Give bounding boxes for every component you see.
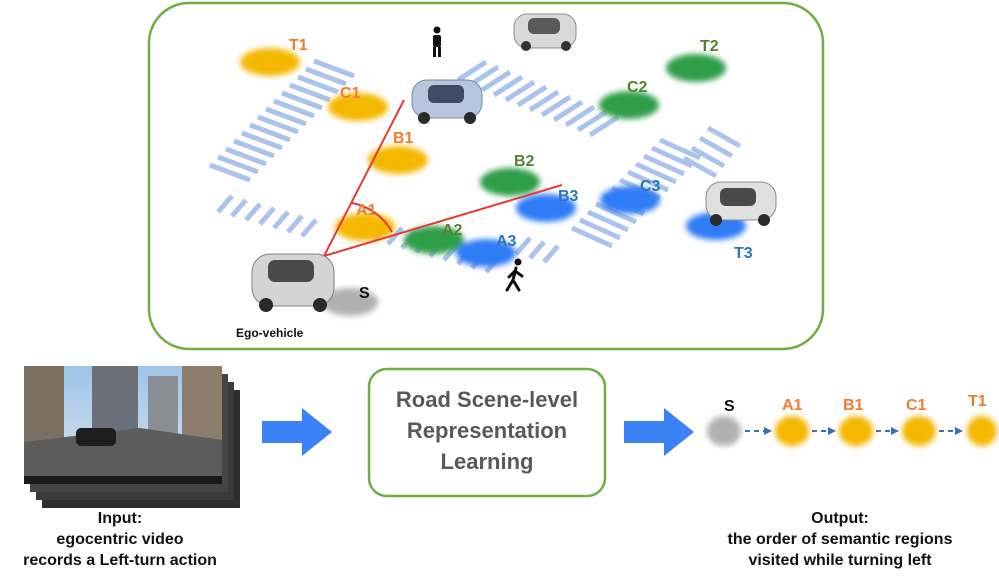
input-video-frames: [24, 366, 240, 508]
region-A1-blob: [335, 213, 395, 241]
output-A1-blob: [775, 416, 809, 446]
model-box: [367, 367, 607, 498]
region-T1-blob: [240, 48, 300, 76]
region-label-C1: C1: [340, 85, 361, 102]
output-label-T1: T1: [968, 393, 987, 410]
region-A2-blob: [404, 226, 464, 254]
output-caption-line-1: Output:: [811, 510, 869, 527]
crosswalks: [209, 58, 742, 274]
region-label-B1: B1: [393, 130, 414, 147]
ego-vehicle-label: Ego-vehicle: [236, 326, 304, 340]
region-label-S: S: [359, 285, 370, 302]
model-box-line-2: Representation: [406, 418, 568, 443]
output-caption: Output: the order of semantic regions vi…: [690, 508, 990, 571]
street-frame-image: [24, 366, 222, 484]
output-label-A1: A1: [782, 397, 803, 414]
output-label-S: S: [724, 398, 735, 415]
region-label-B2: B2: [514, 153, 535, 170]
crosswalk-far-right: [682, 125, 742, 179]
region-S-blob: [322, 288, 378, 316]
region-label-A1: A1: [356, 202, 377, 219]
input-caption-line-1: Input:: [97, 510, 143, 527]
region-B3-blob: [516, 194, 576, 222]
output-label-C1: C1: [906, 397, 927, 414]
region-label-T3: T3: [734, 245, 753, 262]
pedestrian-walking-icon: [505, 258, 524, 292]
region-A3-blob: [456, 239, 516, 267]
output-T1-blob: [967, 416, 997, 446]
input-caption: Input: egocentric video records a Left-t…: [0, 508, 240, 571]
region-label-C3: C3: [640, 178, 661, 195]
model-box-text: Road Scene-level Representation Learning: [369, 384, 605, 477]
arrow-input-to-model: [262, 408, 332, 456]
output-caption-line-2: the order of semantic regions: [727, 531, 953, 548]
output-S-blob: [707, 416, 741, 446]
region-label-A2: A2: [442, 222, 463, 239]
arrow-model-to-output: [624, 408, 694, 456]
model-box-line-1: Road Scene-level: [395, 387, 579, 412]
region-label-C2: C2: [627, 79, 648, 96]
region-label-T1: T1: [289, 37, 308, 54]
view-lines: [323, 99, 563, 257]
region-C3-blob: [600, 186, 660, 214]
input-caption-line-2: egocentric video: [56, 531, 184, 548]
output-sequence: S A1 B1 C1 T1: [707, 393, 997, 446]
car-blue: [411, 79, 483, 124]
region-C1-blob: [328, 93, 388, 121]
pedestrian-top-icon: [433, 26, 441, 57]
region-blobs: [240, 48, 746, 316]
region-T2-blob: [666, 54, 726, 82]
output-label-B1: B1: [843, 397, 864, 414]
region-B1-blob: [368, 146, 428, 174]
region-C2-blob: [599, 91, 659, 119]
car-top-center: [513, 13, 577, 51]
model-box-line-3: Learning: [440, 449, 534, 474]
car-right: [705, 181, 777, 226]
region-labels: T1 C1 B1 A1 T2 C2 B2 A2 A3 B3 C3 T3 S: [289, 37, 753, 302]
crosswalk-top-right: [456, 59, 620, 138]
region-label-A3: A3: [496, 233, 517, 250]
output-B1-blob: [839, 416, 873, 446]
output-C1-blob: [902, 416, 936, 446]
input-caption-line-3: records a Left-turn action: [23, 552, 217, 569]
scene-frame: [147, 1, 825, 351]
region-label-B3: B3: [558, 188, 579, 205]
ego-car: [251, 253, 335, 312]
output-caption-line-3: visited while turning left: [748, 552, 932, 569]
crosswalk-top: [209, 58, 355, 183]
region-label-T2: T2: [700, 38, 719, 55]
region-B2-blob: [480, 168, 540, 196]
